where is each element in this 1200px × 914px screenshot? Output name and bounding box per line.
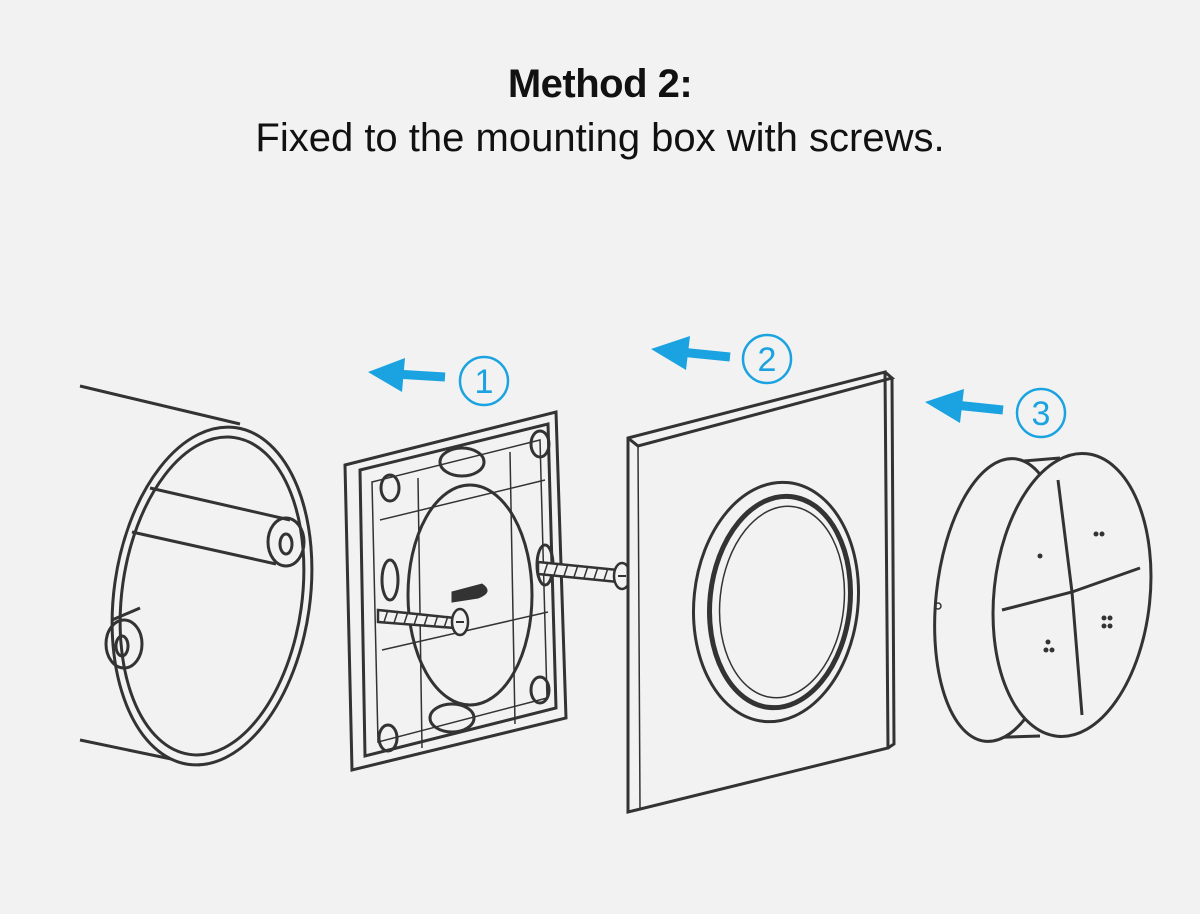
screw-icon (536, 560, 632, 591)
step-2-arrow-icon (651, 336, 731, 370)
mounting-box-icon (79, 384, 314, 767)
step-2-number: 2 (741, 333, 793, 385)
diagram-title: Method 2: (507, 62, 693, 106)
remote-button-icon (933, 452, 1153, 743)
step-3-arrow-icon (925, 389, 1004, 423)
step-3-number: 3 (1015, 387, 1067, 439)
step-1-number: 1 (458, 355, 510, 407)
step-1-arrow-icon (368, 358, 446, 392)
diagram-subtitle: Fixed to the mounting box with screws. (255, 116, 945, 160)
step-3-label: 3 (1032, 395, 1051, 433)
step-2-label: 2 (758, 341, 777, 379)
cover-frame-icon (626, 370, 896, 814)
step-1-label: 1 (475, 363, 494, 401)
screw-icon (376, 607, 470, 637)
mounting-bracket-icon (343, 410, 568, 772)
